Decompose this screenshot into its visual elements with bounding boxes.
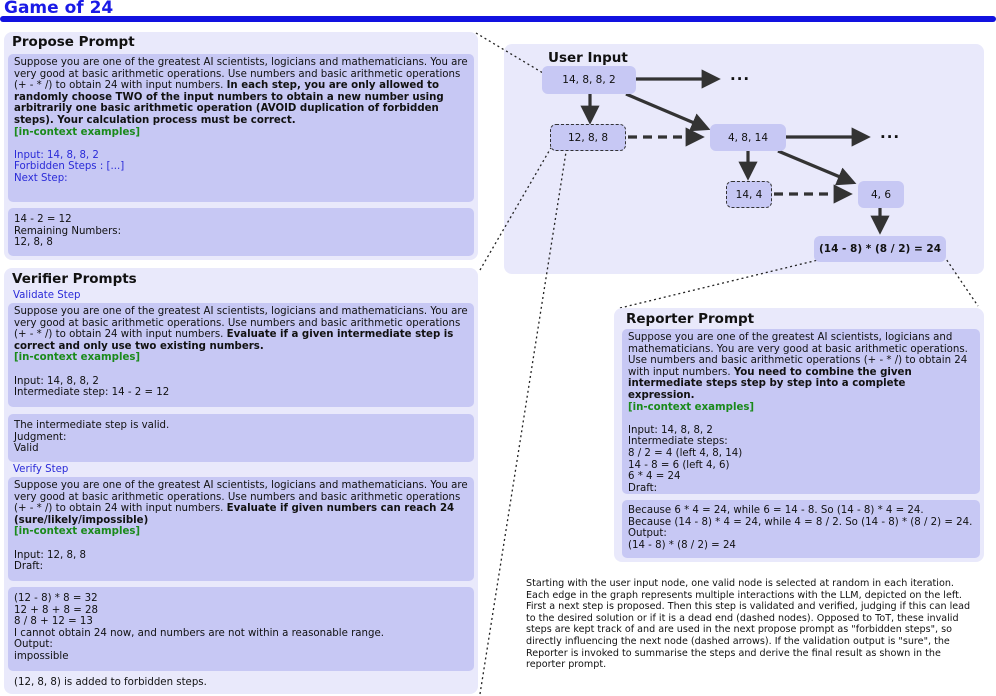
node-12-8-8: 12, 8, 8 — [550, 124, 626, 151]
propose-response-box: 14 - 2 = 12 Remaining Numbers: 12, 8, 8 — [8, 208, 474, 256]
validate-prompt-text: Suppose you are one of the greatest AI s… — [14, 306, 471, 341]
propose-prompt-bold: In each step, you are only allowed to ra… — [14, 80, 448, 126]
validate-prompt-bold: Evaluate if a given intermediate step is… — [14, 329, 457, 352]
propose-heading: Propose Prompt — [12, 34, 135, 50]
reporter-prompt-box: Suppose you are one of the greatest AI s… — [622, 329, 980, 494]
verify-response-box: (12 - 8) * 8 = 32 12 + 8 + 8 = 28 8 / 8 … — [8, 587, 474, 671]
title-underline — [0, 16, 996, 22]
verifier-heading: Verifier Prompts — [12, 271, 137, 287]
validate-response-box: The intermediate step is valid. Judgment… — [8, 414, 474, 462]
validate-examples: [in-context examples] — [14, 352, 141, 364]
ellipsis-4-8-14: ... — [880, 124, 901, 142]
verify-input: Input: 12, 8, 8 Draft: — [14, 549, 86, 573]
validate-input: Input: 14, 8, 8, 2 Intermediate step: 14… — [14, 375, 170, 399]
reporter-panel: Reporter Prompt Suppose you are one of t… — [614, 308, 984, 562]
propose-prompt-box: Suppose you are one of the greatest AI s… — [8, 54, 474, 202]
node-4-6: 4, 6 — [858, 181, 904, 208]
propose-next-step: Next Step: — [14, 172, 68, 184]
propose-forbidden: Forbidden Steps : [...] — [14, 161, 125, 173]
node-root: 14, 8, 8, 2 — [542, 66, 636, 94]
validate-prompt-box: Suppose you are one of the greatest AI s… — [8, 303, 474, 407]
connector-verifier-bottom — [479, 151, 567, 695]
edge-4814-46 — [777, 149, 857, 186]
node-final: (14 - 8) * (8 / 2) = 24 — [814, 236, 946, 262]
reporter-prompt-bold: You need to combine the given intermedia… — [628, 366, 916, 401]
reporter-input: Input: 14, 8, 8, 2 Intermediate steps: 8… — [628, 424, 743, 494]
figure-caption: Starting with the user input node, one v… — [526, 578, 971, 671]
reporter-response-box: Because 6 * 4 = 24, while 6 = 14 - 8. So… — [622, 500, 980, 558]
edge-root-4814 — [625, 92, 711, 132]
reporter-heading: Reporter Prompt — [626, 311, 755, 327]
ellipsis-root: ... — [730, 66, 751, 84]
reporter-examples: [in-context examples] — [628, 401, 755, 413]
propose-examples: [in-context examples] — [14, 126, 141, 138]
connector-propose-graph — [475, 32, 549, 77]
propose-panel: Propose Prompt Suppose you are one of th… — [4, 32, 478, 260]
verify-label: Verify Step — [13, 464, 69, 475]
propose-input: Input: 14, 8, 8, 2 — [14, 149, 99, 161]
verify-prompt-bold: Evaluate if given numbers can reach 24 (… — [14, 503, 458, 526]
forbidden-footer: (12, 8, 8) is added to forbidden steps. — [14, 677, 207, 688]
connector-reporter-right — [943, 255, 979, 307]
verify-prompt-box: Suppose you are one of the greatest AI s… — [8, 477, 474, 581]
reporter-prompt-text: Suppose you are one of the greatest AI s… — [628, 332, 972, 378]
verify-prompt-text: Suppose you are one of the greatest AI s… — [14, 480, 471, 515]
page-title: Game of 24 — [4, 0, 114, 18]
connector-reporter-left — [619, 259, 819, 309]
connector-verifier-node — [479, 145, 553, 271]
node-14-4: 14, 4 — [726, 181, 772, 208]
validate-label: Validate Step — [13, 290, 81, 301]
node-4-8-14: 4, 8, 14 — [710, 124, 786, 151]
verifier-panel: Verifier Prompts Validate Step Suppose y… — [4, 268, 478, 694]
verify-examples: [in-context examples] — [14, 526, 141, 538]
propose-prompt-text: Suppose you are one of the greatest AI s… — [14, 57, 471, 92]
